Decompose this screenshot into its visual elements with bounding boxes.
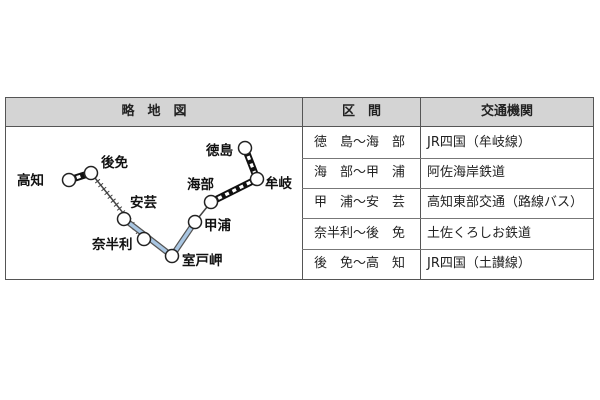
row-divider bbox=[302, 249, 593, 250]
label-muroto: 室戸岬 bbox=[182, 252, 223, 269]
row-4-agency: 土佐くろしお鉄道 bbox=[427, 226, 532, 241]
row-1-section: 徳 島～海 部 bbox=[314, 135, 406, 150]
transport-table: 略 地 図 区 間 交通機関 徳 島～海 部 JR四国（牟岐線） 海 部～甲 浦… bbox=[5, 97, 594, 280]
row-5-section: 後 免～高 知 bbox=[314, 256, 406, 271]
label-gomen: 後免 bbox=[101, 154, 128, 171]
header-section: 区 間 bbox=[341, 104, 381, 119]
station-kannoura bbox=[187, 214, 203, 230]
header-agency: 交通機関 bbox=[480, 104, 533, 119]
label-aki: 安芸 bbox=[130, 194, 157, 211]
route-map: 徳島 牟岐 海部 甲浦 室戸岬 奈半利 安芸 後免 高知 bbox=[6, 127, 302, 280]
row-3-agency: 高知東部交通（路線バス） bbox=[427, 195, 584, 210]
label-tokushima: 徳島 bbox=[205, 142, 233, 159]
label-kaifu: 海部 bbox=[187, 176, 214, 193]
station-kochi bbox=[61, 172, 77, 188]
station-mugi bbox=[249, 171, 265, 187]
row-divider bbox=[302, 158, 593, 159]
table-header: 略 地 図 区 間 交通機関 bbox=[6, 98, 593, 127]
station-muroto bbox=[164, 248, 180, 264]
station-tokushima bbox=[237, 140, 253, 156]
row-5-agency: JR四国（土讃線） bbox=[427, 256, 531, 271]
row-4-section: 奈半利～後 免 bbox=[314, 226, 406, 241]
station-nahari bbox=[136, 231, 152, 247]
row-1-agency: JR四国（牟岐線） bbox=[427, 135, 531, 150]
station-gomen bbox=[83, 165, 99, 181]
label-kochi: 高知 bbox=[17, 172, 44, 189]
row-divider bbox=[302, 188, 593, 189]
label-nahari: 奈半利 bbox=[91, 236, 133, 253]
station-aki bbox=[116, 211, 132, 227]
label-mugi: 牟岐 bbox=[265, 175, 292, 192]
route-map-svg: 徳島 牟岐 海部 甲浦 室戸岬 奈半利 安芸 後免 高知 bbox=[17, 140, 292, 269]
row-divider bbox=[302, 218, 593, 219]
header-map: 略 地 図 bbox=[121, 104, 187, 119]
station-kaifu bbox=[203, 194, 219, 210]
row-2-agency: 阿佐海岸鉄道 bbox=[427, 165, 506, 180]
row-2-section: 海 部～甲 浦 bbox=[314, 165, 406, 180]
label-kannoura: 甲浦 bbox=[204, 217, 231, 234]
row-3-section: 甲 浦～安 芸 bbox=[314, 195, 406, 210]
bus-route bbox=[122, 216, 198, 261]
